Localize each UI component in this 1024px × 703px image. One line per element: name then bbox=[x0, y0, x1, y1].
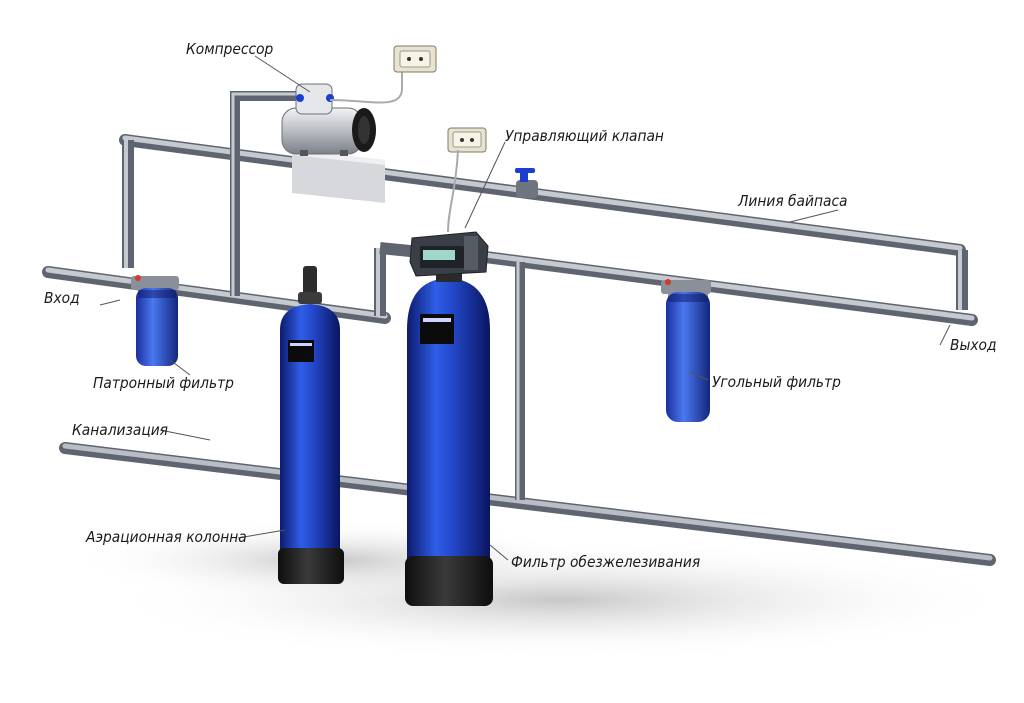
control-valve-icon bbox=[409, 231, 489, 282]
carbon-filter-label: Угольный фильтр bbox=[712, 373, 841, 391]
iron-removal-filter-label: Фильтр обезжелезивания bbox=[511, 553, 701, 571]
compressor-cable bbox=[329, 70, 403, 104]
bypass-line-label: Линия байпаса bbox=[738, 192, 848, 210]
carbon-filter-icon bbox=[661, 279, 711, 422]
compressor-icon bbox=[281, 83, 376, 156]
inlet-label: Вход bbox=[44, 289, 80, 307]
leader-lines bbox=[99, 55, 951, 561]
bypass-pipe bbox=[119, 134, 968, 310]
cartridge-filter-icon bbox=[131, 275, 179, 366]
control-valve-label: Управляющий клапан bbox=[505, 127, 664, 145]
compressor-stand bbox=[292, 150, 385, 203]
socket-icon bbox=[447, 127, 487, 153]
iron-removal-filter-icon bbox=[405, 278, 493, 606]
valve-cable bbox=[447, 149, 459, 233]
sewer-label: Канализация bbox=[72, 421, 168, 439]
air-pipe bbox=[230, 91, 300, 296]
main-pipe-outlet bbox=[464, 249, 978, 326]
sewer-pipe bbox=[59, 442, 996, 566]
outlet-label: Выход bbox=[950, 336, 997, 354]
aeration-column-label: Аэрационная колонна bbox=[86, 528, 247, 546]
compressor-label: Компрессор bbox=[186, 40, 274, 58]
cartridge-filter-label: Патронный фильтр bbox=[93, 374, 234, 392]
aeration-column-icon bbox=[278, 266, 344, 584]
ball-valve-icon bbox=[515, 168, 538, 198]
socket-icon bbox=[393, 45, 437, 73]
drain-pipe bbox=[515, 262, 525, 500]
